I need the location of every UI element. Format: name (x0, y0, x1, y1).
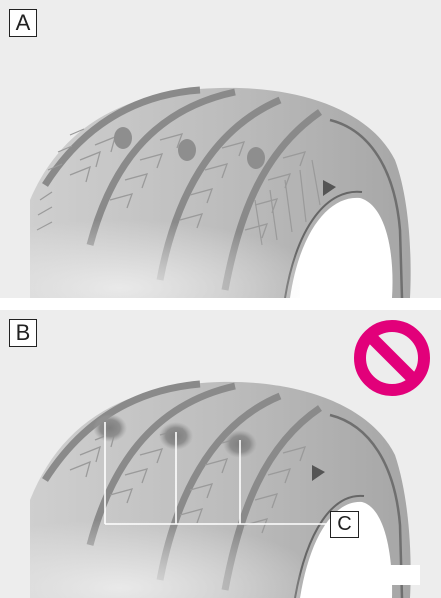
tire-illustration-normal (0, 86, 411, 298)
panel-b: B C (0, 310, 441, 598)
tire-hub (290, 197, 393, 298)
wear-indicator-spot-1 (93, 414, 127, 442)
tread-wear-indicator-1 (114, 127, 132, 149)
callout-label-c: C (330, 511, 359, 538)
panel-a: A (0, 0, 441, 298)
callout-leader-lines (104, 422, 330, 525)
tread-wear-indicator-3 (247, 147, 265, 169)
indicator-arrow-icon (312, 465, 325, 481)
indicator-arrow-icon (323, 180, 336, 196)
panel-b-label: B (9, 319, 37, 347)
tire-illustration-worn (0, 380, 420, 598)
tread-wear-indicator-2 (178, 139, 196, 161)
panel-a-label: A (9, 9, 37, 37)
no-entry-icon (354, 320, 430, 396)
